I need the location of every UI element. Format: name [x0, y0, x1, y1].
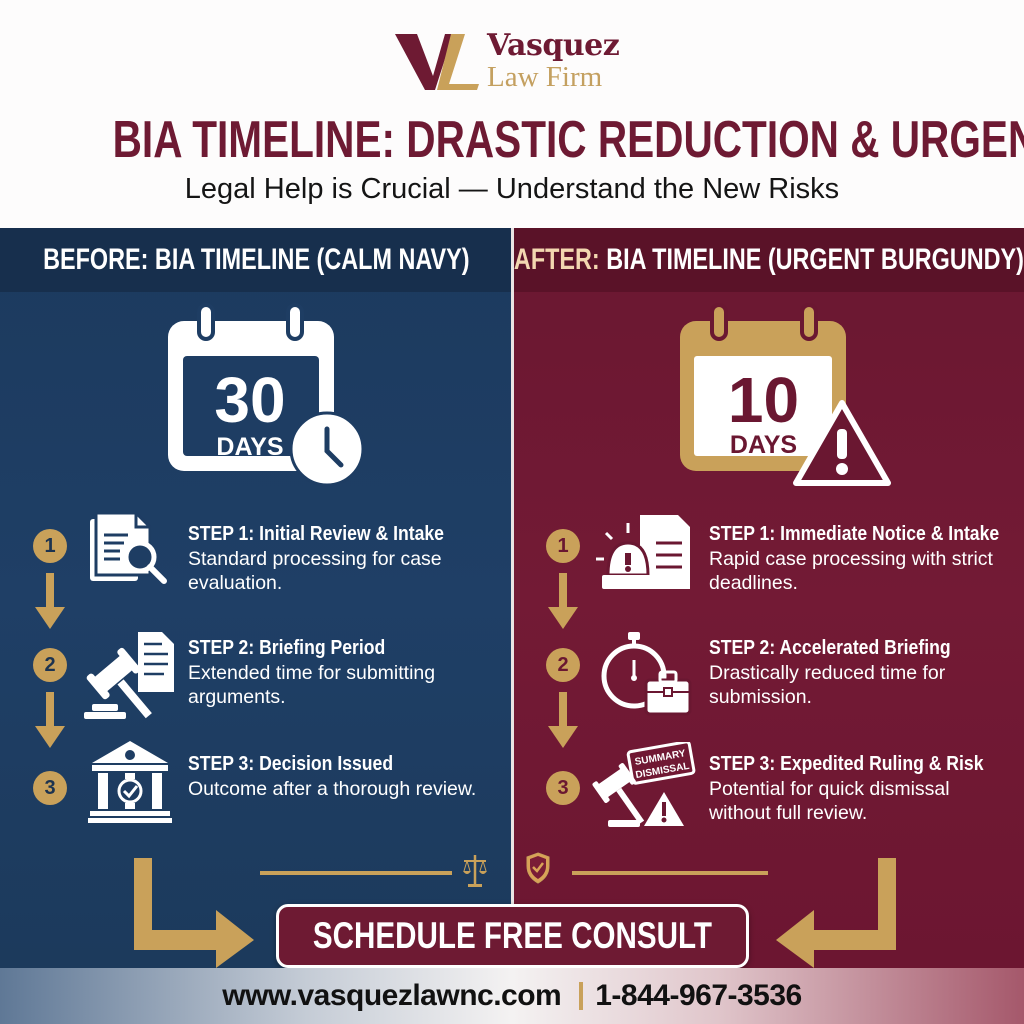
footer-separator: [579, 982, 584, 1010]
after-heading-prefix: AFTER:: [514, 243, 600, 276]
logo-mark: [393, 26, 483, 96]
cta-line-left: [260, 871, 452, 875]
shield-check-icon: [526, 852, 550, 884]
after-step-3: STEP 3: Expedited Ruling & Risk Potentia…: [709, 751, 1021, 825]
arrow-down-icon: [35, 692, 65, 748]
step-title: STEP 2: Accelerated Briefing: [709, 637, 951, 659]
arrow-left-bent-icon: [776, 858, 896, 968]
warning-icon: [793, 400, 891, 486]
arrow-right-bent-icon: [134, 858, 254, 968]
step-number-3: 3: [33, 771, 67, 805]
step-title: STEP 1: Initial Review & Intake: [188, 523, 444, 545]
page-subtitle: Legal Help is Crucial — Understand the N…: [184, 173, 840, 205]
after-step-1: STEP 1: Immediate Notice & Intake Rapid …: [709, 521, 1024, 595]
page-title: BIA TIMELINE: DRASTIC REDUCTION & URGENC…: [112, 111, 1024, 169]
before-heading-rest: BIA TIMELINE (CALM NAVY): [148, 243, 470, 276]
step-number-2: 2: [33, 648, 67, 682]
before-panel-heading: BEFORE: BIA TIMELINE (CALM NAVY): [0, 228, 512, 292]
header: Vasquez Law Firm BIA TIMELINE: DRASTIC R…: [0, 0, 1024, 228]
logo[interactable]: Vasquez Law Firm: [393, 26, 620, 96]
stopwatch-briefcase-icon: [601, 632, 692, 716]
step-number-2: 2: [546, 648, 580, 682]
before-days-number: 30: [214, 364, 286, 436]
after-days-number: 10: [727, 364, 800, 436]
step-description: Outcome after a thorough review.: [188, 778, 477, 800]
step-title: STEP 3: Decision Issued: [188, 753, 394, 775]
gavel-document-icon: [84, 632, 174, 719]
schedule-consult-button[interactable]: SCHEDULE FREE CONSULT: [276, 904, 749, 968]
after-calendar: 10 DAYS: [680, 303, 895, 488]
calendar-icon: [168, 303, 334, 471]
gavel-dismissal-icon: SUMMARY DISMISSAL: [592, 742, 696, 827]
before-panel: BEFORE: BIA TIMELINE (CALM NAVY) 30 DAYS…: [0, 228, 512, 968]
after-step-2: STEP 2: Accelerated Briefing Drastically…: [709, 635, 1009, 709]
arrow-down-icon: [35, 573, 65, 629]
step-description: Extended time for submitting arguments.: [188, 662, 436, 708]
before-heading-prefix: BEFORE:: [42, 243, 149, 276]
step-number-1: 1: [33, 529, 67, 563]
logo-name: Vasquez: [487, 27, 620, 63]
step-description: Drastically reduced time for submission.: [709, 662, 946, 708]
calendar-icon: [680, 303, 846, 471]
logo-subname: Law Firm: [487, 60, 603, 93]
before-step-2: STEP 2: Briefing Period Extended time fo…: [188, 635, 488, 709]
step-number-1: 1: [546, 529, 580, 563]
before-step-1: STEP 1: Initial Review & Intake Standard…: [188, 521, 488, 595]
step-description: Potential for quick dismissal without fu…: [709, 778, 950, 824]
step-title: STEP 2: Briefing Period: [188, 637, 386, 659]
before-calendar: 30 DAYS: [165, 303, 365, 487]
courthouse-check-icon: [88, 741, 172, 823]
alarm-document-icon: [596, 515, 690, 589]
step-title: STEP 1: Immediate Notice & Intake: [709, 523, 1000, 545]
document-search-icon: [90, 513, 167, 584]
step-description: Rapid case processing with strict deadli…: [709, 548, 993, 594]
website-link[interactable]: www.vasquezlawnc.com: [222, 979, 562, 1012]
after-panel: AFTER: BIA TIMELINE (URGENT BURGUNDY) 10…: [514, 228, 1024, 968]
schedule-consult-label: SCHEDULE FREE CONSULT: [312, 915, 713, 956]
before-days-unit: DAYS: [216, 433, 284, 461]
before-step-3: STEP 3: Decision Issued Outcome after a …: [188, 751, 488, 801]
panel-divider: [511, 228, 514, 968]
phone-link[interactable]: 1-844-967-3536: [595, 979, 802, 1012]
step-description: Standard processing for case evaluation.: [188, 548, 442, 594]
clock-icon: [289, 411, 365, 487]
step-title: STEP 3: Expedited Ruling & Risk: [709, 753, 984, 775]
scales-icon: [463, 855, 487, 887]
after-days-unit: DAYS: [729, 431, 798, 459]
footer: www.vasquezlawnc.com 1-844-967-3536: [0, 968, 1024, 1024]
cta-line-right: [572, 871, 768, 875]
arrow-down-icon: [548, 573, 578, 629]
after-panel-heading: AFTER: BIA TIMELINE (URGENT BURGUNDY): [514, 228, 1024, 292]
step-number-3: 3: [546, 771, 580, 805]
arrow-down-icon: [548, 692, 578, 748]
after-heading-rest: BIA TIMELINE (URGENT BURGUNDY): [599, 243, 1024, 276]
